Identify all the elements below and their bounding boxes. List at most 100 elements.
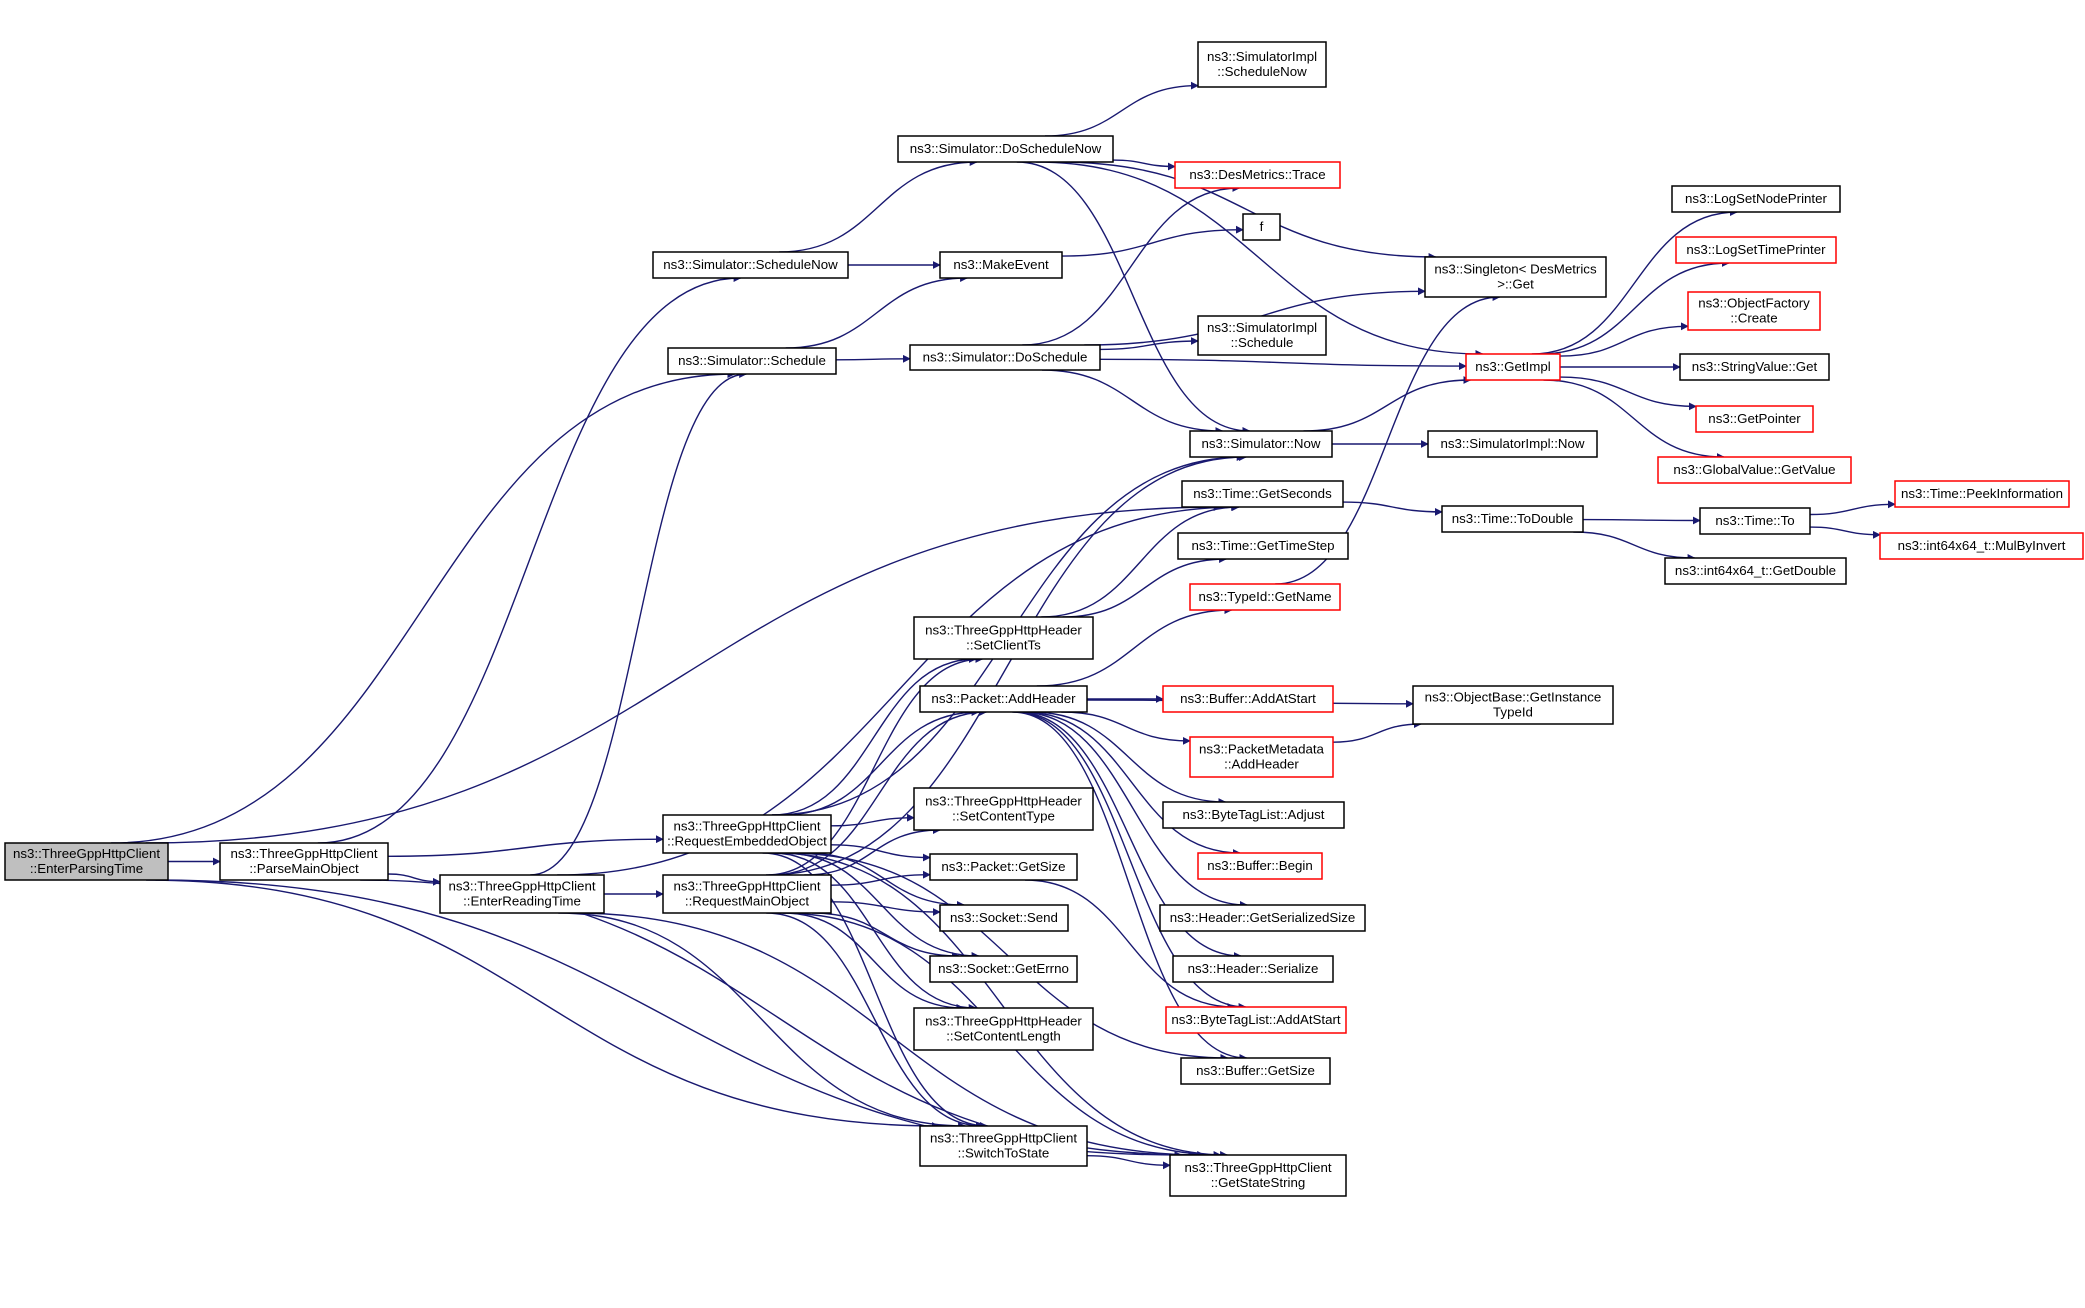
node-label: ns3::ThreeGppHttpClient [13, 846, 160, 861]
node-box [1174, 161, 1341, 189]
node-metaAddHeader[interactable]: ns3::PacketMetadata::AddHeader [1189, 736, 1334, 778]
node-box [1412, 685, 1614, 725]
node-box [1197, 41, 1327, 88]
node-label: ns3::TypeId::GetName [1198, 589, 1331, 604]
node-peekInfo[interactable]: ns3::Time::PeekInformation [1894, 480, 2070, 508]
node-label: ns3::ThreeGppHttpHeader [925, 1013, 1082, 1028]
node-box [1162, 801, 1345, 829]
node-typeName[interactable]: ns3::TypeId::GetName [1189, 583, 1341, 611]
node-desTrace[interactable]: ns3::DesMetrics::Trace [1174, 161, 1341, 189]
node-box [1657, 456, 1852, 484]
node-box [1427, 430, 1598, 458]
node-getStateString[interactable]: ns3::ThreeGppHttpClient::GetStateString [1169, 1154, 1347, 1197]
node-begin[interactable]: ns3::Buffer::Begin [1197, 852, 1323, 880]
node-doSched[interactable]: ns3::Simulator::DoSchedule [909, 344, 1101, 371]
node-strGet[interactable]: ns3::StringValue::Get [1679, 353, 1830, 381]
edge-root-to-switchState [146, 879, 940, 1130]
node-label: ns3::Buffer::AddAtStart [1180, 691, 1316, 706]
node-makeEvent[interactable]: ns3::MakeEvent [939, 251, 1063, 279]
edge-doSchedNow-to-singleton [1057, 161, 1437, 261]
node-toDouble[interactable]: ns3::Time::ToDouble [1441, 505, 1584, 533]
edge-makeEvent-to-f [1061, 225, 1244, 257]
node-implSched[interactable]: ns3::SimulatorImpl::Schedule [1197, 315, 1327, 356]
node-label: ns3::DesMetrics::Trace [1189, 167, 1325, 182]
node-box [1679, 353, 1830, 381]
node-getPointer[interactable]: ns3::GetPointer [1695, 405, 1814, 433]
edge-pktSize-to-btlAddAtStart [1024, 879, 1236, 1011]
node-label: ::ScheduleNow [1217, 64, 1307, 79]
node-parse[interactable]: ns3::ThreeGppHttpClient::ParseMainObject [219, 842, 389, 881]
node-label: ns3::Time::GetSeconds [1193, 486, 1332, 501]
edge-enterReading-to-switchState [558, 912, 967, 1130]
node-switchState[interactable]: ns3::ThreeGppHttpClient::SwitchToState [919, 1125, 1088, 1167]
node-label: ns3::Simulator::DoSchedule [923, 349, 1088, 364]
node-reqEmbedded[interactable]: ns3::ThreeGppHttpClient::RequestEmbedded… [662, 814, 832, 854]
node-label: ns3::SimulatorImpl::Now [1440, 436, 1584, 451]
node-box [1424, 256, 1607, 298]
node-box [1894, 480, 2070, 508]
node-implNow[interactable]: ns3::SimulatorImpl::Now [1427, 430, 1598, 458]
edge-doSched-to-getImpl [1099, 358, 1467, 371]
node-label: ns3::Buffer::Begin [1207, 858, 1312, 873]
node-globalValue[interactable]: ns3::GlobalValue::GetValue [1657, 456, 1852, 484]
node-setClientTs[interactable]: ns3::ThreeGppHttpHeader::SetClientTs [913, 616, 1094, 660]
node-label: ns3::StringValue::Get [1692, 359, 1818, 374]
node-timeTo[interactable]: ns3::Time::To [1699, 507, 1811, 535]
node-label: ::Create [1730, 310, 1777, 325]
edge-getImpl-to-objFactory [1559, 322, 1689, 357]
node-label: ns3::LogSetNodePrinter [1685, 191, 1827, 206]
node-box [919, 1125, 1088, 1167]
node-simNow[interactable]: ns3::Simulator::Now [1189, 430, 1333, 458]
node-box [919, 685, 1088, 713]
node-implSchedNow[interactable]: ns3::SimulatorImpl::ScheduleNow [1197, 41, 1327, 88]
node-enterReading[interactable]: ns3::ThreeGppHttpClient::EnterReadingTim… [439, 874, 605, 914]
node-mulByInvert[interactable]: ns3::int64x64_t::MulByInvert [1879, 532, 2084, 560]
node-box [1675, 236, 1837, 264]
node-singleton[interactable]: ns3::Singleton< DesMetrics>::Get [1424, 256, 1607, 298]
node-bufSize[interactable]: ns3::Buffer::GetSize [1180, 1057, 1331, 1085]
edge-enterReading-to-schedS [530, 370, 748, 876]
node-label: ns3::ThreeGppHttpClient [673, 878, 820, 893]
node-setContentType[interactable]: ns3::ThreeGppHttpHeader::SetContentType [913, 787, 1094, 831]
node-addAtStart[interactable]: ns3::Buffer::AddAtStart [1162, 685, 1334, 713]
node-serSize[interactable]: ns3::Header::GetSerializedSize [1159, 904, 1366, 932]
node-btlAddAtStart[interactable]: ns3::ByteTagList::AddAtStart [1165, 1006, 1347, 1034]
node-getSeconds[interactable]: ns3::Time::GetSeconds [1181, 480, 1344, 508]
node-root[interactable]: ns3::ThreeGppHttpClient::EnterParsingTim… [4, 842, 169, 881]
node-box [913, 787, 1094, 831]
node-label: ::SetContentType [952, 808, 1055, 823]
node-getImpl[interactable]: ns3::GetImpl [1465, 353, 1561, 381]
edge-metaAddHeader-to-instTypeId [1332, 720, 1422, 743]
node-doSchedNow[interactable]: ns3::Simulator::DoScheduleNow [897, 135, 1114, 163]
node-label: ::SwitchToState [958, 1145, 1050, 1160]
node-schedNowS[interactable]: ns3::Simulator::ScheduleNow [652, 251, 849, 279]
node-box [1687, 291, 1821, 331]
node-box [1177, 532, 1349, 560]
node-getDouble[interactable]: ns3::int64x64_t::GetDouble [1664, 557, 1847, 585]
node-f[interactable]: f [1242, 213, 1281, 241]
node-errno[interactable]: ns3::Socket::GetErrno [929, 955, 1078, 983]
node-label: ns3::Simulator::Schedule [678, 353, 826, 368]
node-setContentLength[interactable]: ns3::ThreeGppHttpHeader::SetContentLengt… [913, 1007, 1094, 1051]
node-schedS[interactable]: ns3::Simulator::Schedule [667, 347, 837, 375]
node-label: ns3::GetImpl [1475, 359, 1550, 374]
node-addHeader[interactable]: ns3::Packet::AddHeader [919, 685, 1088, 713]
node-serialize[interactable]: ns3::Header::Serialize [1172, 955, 1334, 983]
node-logTime[interactable]: ns3::LogSetTimePrinter [1675, 236, 1837, 264]
node-getTimeStep[interactable]: ns3::Time::GetTimeStep [1177, 532, 1349, 560]
node-send[interactable]: ns3::Socket::Send [939, 904, 1069, 932]
edge-getImpl-to-getPointer [1559, 376, 1697, 411]
node-reqMain[interactable]: ns3::ThreeGppHttpClient::RequestMainObje… [662, 874, 832, 914]
node-label: ns3::ThreeGppHttpHeader [925, 622, 1082, 637]
node-adjust[interactable]: ns3::ByteTagList::Adjust [1162, 801, 1345, 829]
node-label: ns3::ObjectBase::GetInstance [1425, 689, 1602, 704]
node-logNode[interactable]: ns3::LogSetNodePrinter [1671, 185, 1841, 213]
node-objFactory[interactable]: ns3::ObjectFactory::Create [1687, 291, 1821, 331]
node-pktSize[interactable]: ns3::Packet::GetSize [929, 853, 1078, 881]
node-box [1189, 736, 1334, 778]
node-label: ns3::Simulator::ScheduleNow [663, 257, 838, 272]
edge-setClientTs-to-getSeconds [1041, 503, 1240, 618]
node-label: f [1260, 219, 1264, 234]
node-box [939, 904, 1069, 932]
